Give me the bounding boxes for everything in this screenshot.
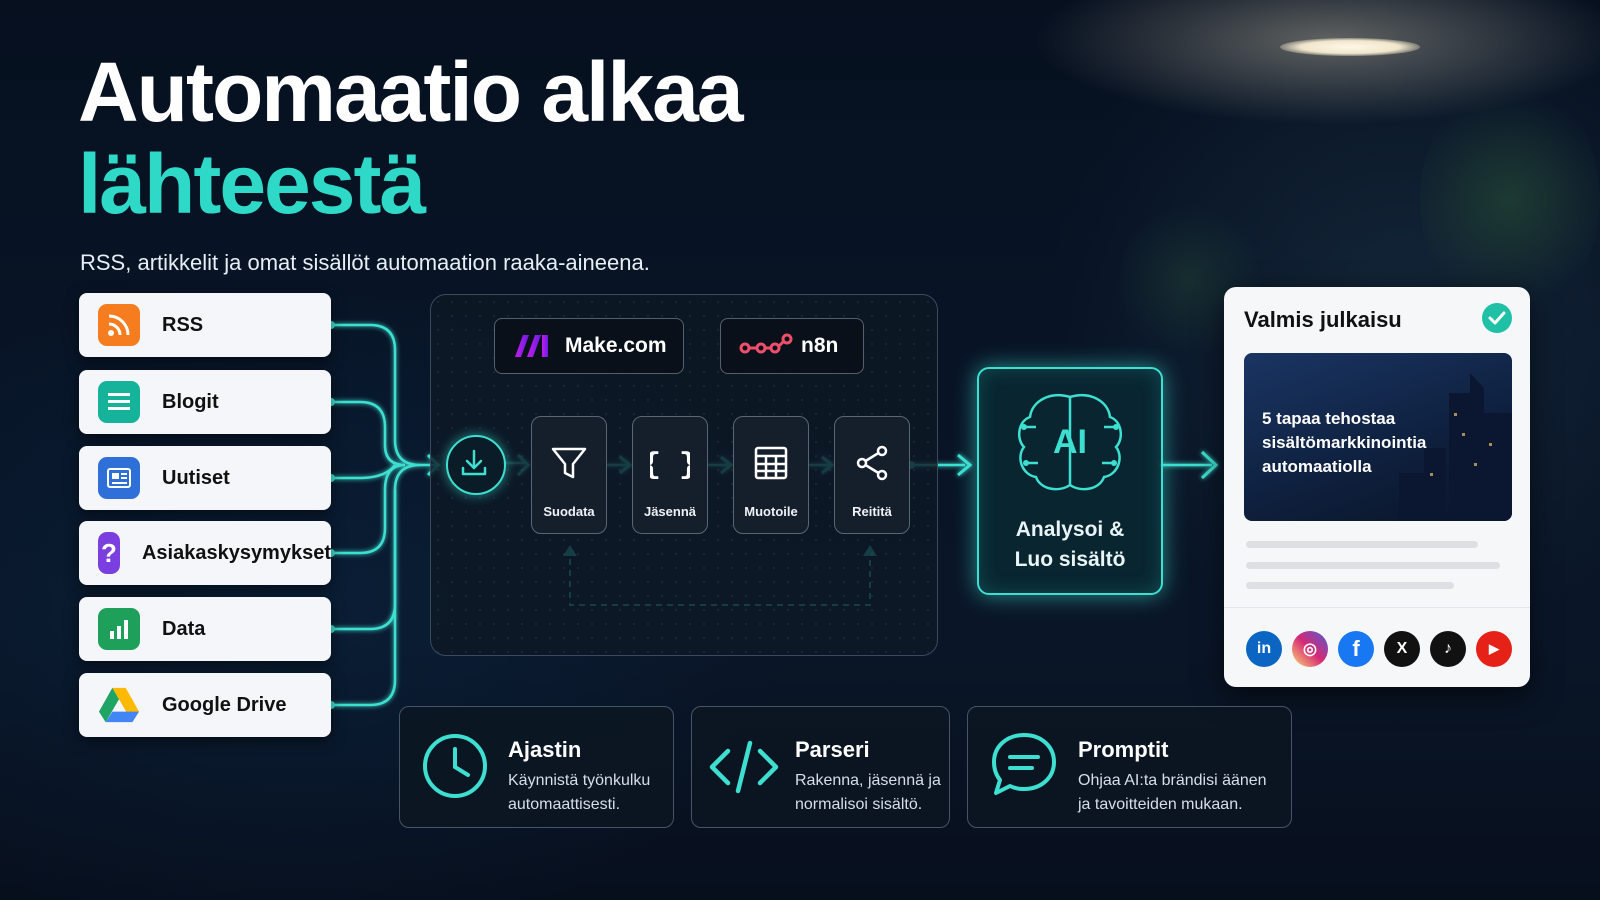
feature-desc-line: Ohjaa AI:ta brändisi äänen	[1078, 772, 1267, 789]
feature-title: Ajastin	[508, 737, 582, 762]
source-label: RSS	[162, 313, 204, 336]
ceiling-lamp	[1280, 38, 1420, 56]
ai-label-line2: Luo sisältö	[1014, 548, 1126, 571]
svg-text:{ }: { }	[650, 449, 690, 483]
source-label: Asiakaskysymykset	[141, 541, 331, 564]
publication-title: Valmis julkaisu	[1244, 307, 1402, 332]
feature-ajastin[interactable]: Ajastin Käynnistä työnkulku automaattise…	[399, 706, 674, 828]
feature-desc-line: ja tavoitteiden mukaan.	[1078, 796, 1243, 813]
make-logo-icon	[515, 335, 548, 357]
table-format-icon	[754, 446, 788, 480]
step-label: Reititä	[852, 504, 892, 519]
platform-label: n8n	[801, 334, 839, 357]
blog-icon	[98, 381, 140, 423]
news-icon	[98, 457, 140, 499]
source-data[interactable]: Data	[79, 597, 331, 661]
ai-brain-icon: AI	[1017, 394, 1123, 491]
background-plant	[1420, 80, 1600, 320]
ai-label-line1: Analysoi &	[1015, 518, 1125, 541]
step-suodata[interactable]: Suodata	[531, 416, 607, 534]
filter-icon	[551, 447, 587, 479]
feature-desc: Käynnistä työnkulku automaattisesti.	[508, 769, 650, 817]
text-placeholder-line	[1246, 541, 1478, 548]
tiktok-icon[interactable]: ♪	[1430, 631, 1466, 667]
feature-desc-line: normalisoi sisältö.	[795, 796, 923, 813]
feature-parseri[interactable]: Parseri Rakenna, jäsennä ja normalisoi s…	[691, 706, 950, 828]
youtube-icon[interactable]: ▶	[1476, 631, 1512, 667]
platform-n8n[interactable]: n8n	[720, 318, 864, 374]
linkedin-icon[interactable]: in	[1246, 631, 1282, 667]
chat-bubble-icon	[992, 733, 1056, 795]
feature-desc: Rakenna, jäsennä ja normalisoi sisältö.	[795, 769, 941, 817]
source-label: Blogit	[162, 390, 219, 413]
bar-chart-icon	[98, 608, 140, 650]
skyline-image	[1399, 373, 1512, 521]
x-icon[interactable]: X	[1384, 631, 1420, 667]
download-trigger-icon[interactable]	[446, 435, 506, 495]
feature-title: Promptit	[1078, 737, 1169, 762]
google-drive-icon	[98, 684, 140, 726]
ai-label: Analysoi & Luo sisältö	[979, 515, 1161, 575]
feature-promptit[interactable]: Promptit Ohjaa AI:ta brändisi äänen ja t…	[967, 706, 1292, 828]
headline-line2: lähteestä	[78, 137, 426, 231]
step-label: Muotoile	[744, 504, 798, 519]
facebook-icon[interactable]: f	[1338, 631, 1374, 667]
platform-make[interactable]: Make.com	[494, 318, 684, 374]
clock-icon	[423, 734, 487, 798]
n8n-logo-icon	[739, 333, 793, 354]
publication-card[interactable]: Valmis julkaisu 5 tapaa tehostaa sisältö…	[1224, 287, 1530, 687]
source-label: Google Drive	[162, 693, 287, 716]
article-image: 5 tapaa tehostaa sisältömarkkinointia au…	[1244, 353, 1512, 521]
platform-label: Make.com	[565, 334, 667, 357]
feature-desc-line: automaattisesti.	[508, 796, 621, 813]
source-rss[interactable]: RSS	[79, 293, 331, 357]
source-google-drive[interactable]: Google Drive	[79, 673, 331, 737]
connector-data	[331, 463, 421, 631]
braces-icon: { }	[650, 449, 690, 483]
code-icon	[709, 740, 779, 794]
share-route-icon	[856, 445, 888, 481]
connector-blogit	[331, 400, 406, 467]
source-label: Data	[162, 617, 206, 640]
rss-icon	[98, 304, 140, 346]
article-title: 5 tapaa tehostaa sisältömarkkinointia au…	[1262, 409, 1427, 476]
source-label: Uutiset	[162, 466, 230, 489]
divider	[1224, 607, 1530, 608]
step-jasenna[interactable]: { } Jäsennä	[632, 416, 708, 534]
headline-line1: Automaatio alkaa	[78, 45, 744, 139]
feature-desc-line: Käynnistä työnkulku	[508, 772, 651, 789]
connector-uutiset	[331, 464, 396, 480]
feature-desc: Ohjaa AI:ta brändisi äänen ja tavoitteid…	[1078, 769, 1267, 817]
connector-rss	[331, 323, 436, 467]
source-asiakaskysymykset[interactable]: ? Asiakaskysymykset	[79, 521, 331, 585]
source-blogit[interactable]: Blogit	[79, 370, 331, 434]
instagram-icon[interactable]: ◎	[1292, 631, 1328, 667]
connector-drive	[331, 490, 397, 707]
source-uutiset[interactable]: Uutiset	[79, 446, 331, 510]
feature-title: Parseri	[795, 737, 870, 762]
subtitle: RSS, artikkelit ja omat sisällöt automaa…	[80, 250, 650, 275]
ai-node[interactable]: AI Analysoi & Luo sisältö	[977, 367, 1163, 595]
ai-badge: AI	[1053, 423, 1087, 461]
text-placeholder-line	[1246, 562, 1500, 569]
step-reitita[interactable]: Reititä	[834, 416, 910, 534]
connector-asiakas	[331, 463, 406, 555]
text-placeholder-line	[1246, 582, 1454, 589]
step-muotoile[interactable]: Muotoile	[733, 416, 809, 534]
question-icon: ?	[98, 532, 120, 574]
step-label: Jäsennä	[643, 504, 697, 519]
step-label: Suodata	[543, 504, 595, 519]
check-icon	[1482, 303, 1512, 333]
feature-desc-line: Rakenna, jäsennä ja	[795, 772, 941, 789]
